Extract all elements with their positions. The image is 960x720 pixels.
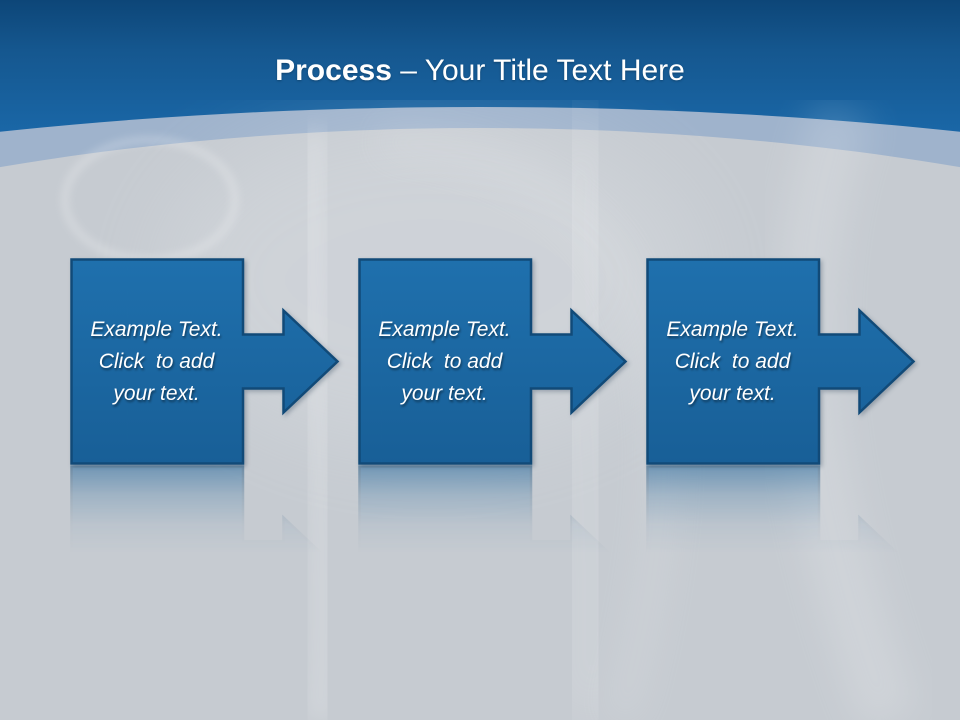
step-text-line: Click to add: [386, 349, 503, 373]
title-emphasis: Process: [275, 54, 392, 87]
step-arrow-shape: [646, 258, 916, 465]
step-text-placeholder[interactable]: Example Text. Click to add your text.: [646, 258, 819, 465]
step-text-line: Example Text.: [378, 317, 511, 341]
step-reflection: [646, 465, 916, 672]
title-dash: –: [400, 54, 417, 87]
step-text-placeholder[interactable]: Example Text. Click to add your text.: [70, 258, 243, 465]
step-text-line: Click to add: [98, 349, 215, 373]
step-text-line: your text.: [113, 381, 200, 405]
step-reflection: [70, 465, 340, 672]
slide-title[interactable]: Process – Your Title Text Here: [0, 52, 960, 90]
process-step-3[interactable]: Example Text. Click to add your text.: [646, 258, 916, 672]
title-regular: Your Title Text Here: [424, 54, 685, 87]
step-text-placeholder[interactable]: Example Text. Click to add your text.: [358, 258, 531, 465]
step-arrow-shape: [70, 258, 340, 465]
step-text-line: Example Text.: [90, 317, 223, 341]
step-text-line: your text.: [401, 381, 488, 405]
process-step-2[interactable]: Example Text. Click to add your text.: [358, 258, 628, 672]
process-step-1[interactable]: Example Text. Click to add your text.: [70, 258, 340, 672]
step-text-line: Click to add: [674, 349, 791, 373]
step-text-line: Example Text.: [666, 317, 799, 341]
step-reflection: [358, 465, 628, 672]
step-arrow-shape: [358, 258, 628, 465]
step-text-line: your text.: [689, 381, 776, 405]
